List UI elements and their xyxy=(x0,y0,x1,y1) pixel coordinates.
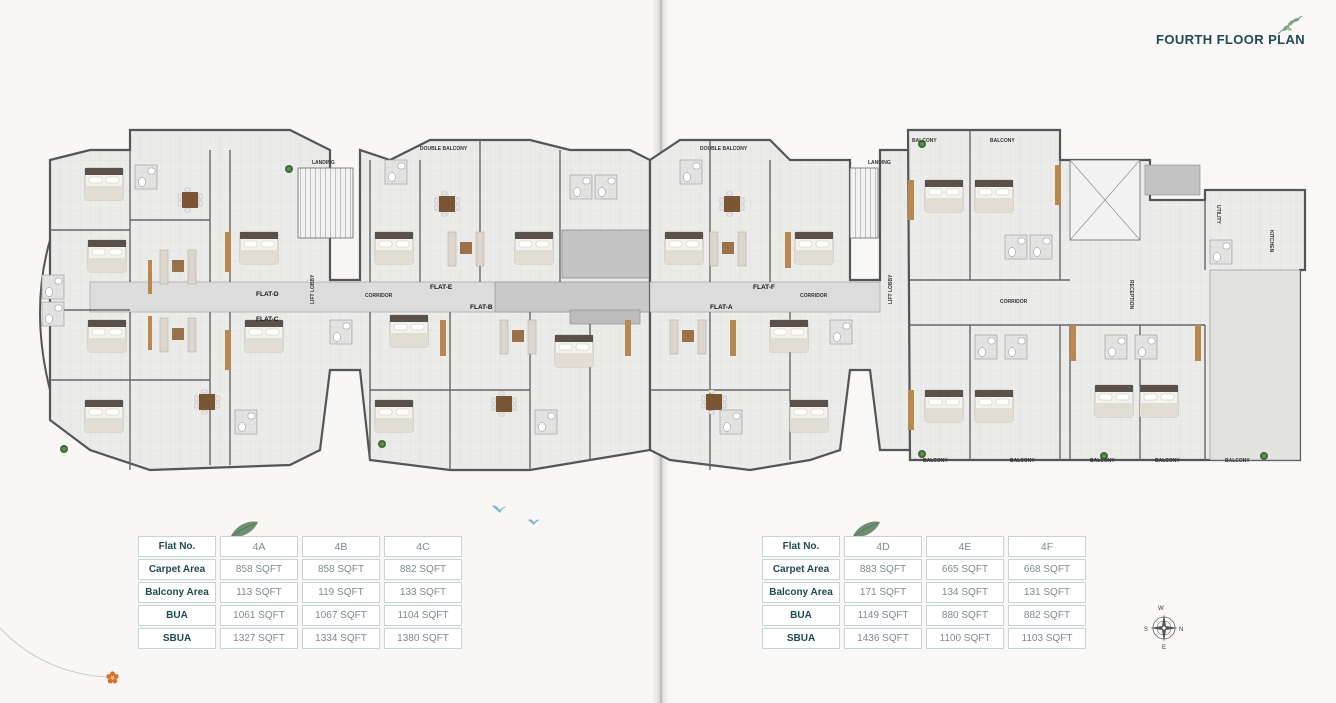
svg-text:LIFT LOBBY: LIFT LOBBY xyxy=(310,274,316,304)
svg-text:BALCONY: BALCONY xyxy=(1225,458,1250,464)
area-table-left: Flat No. 4A 4B 4C Carpet Area 858 SQFT 8… xyxy=(134,534,466,651)
table-cell: 882 SQFT xyxy=(1008,605,1086,626)
svg-text:RECEPTION: RECEPTION xyxy=(1128,280,1134,310)
compass-icon: W S N E xyxy=(1144,606,1183,650)
svg-text:BALCONY: BALCONY xyxy=(1155,458,1180,464)
svg-text:N: N xyxy=(1179,627,1183,633)
svg-text:W: W xyxy=(1158,606,1164,612)
svg-text:CORRIDOR: CORRIDOR xyxy=(1000,299,1028,305)
table-cell: 880 SQFT xyxy=(926,605,1004,626)
decorative-curve xyxy=(0,627,111,678)
svg-text:LIFT LOBBY: LIFT LOBBY xyxy=(888,274,894,304)
table-cell: 131 SQFT xyxy=(1008,582,1086,603)
table-row: Balcony Area 113 SQFT 119 SQFT 133 SQFT xyxy=(138,582,462,603)
table-row: BUA 1061 SQFT 1067 SQFT 1104 SQFT xyxy=(138,605,462,626)
svg-text:BALCONY: BALCONY xyxy=(1010,458,1035,464)
svg-text:CORRIDOR: CORRIDOR xyxy=(365,293,393,299)
column-header: 4F xyxy=(1008,536,1086,557)
table-row: SBUA 1436 SQFT 1100 SQFT 1103 SQFT xyxy=(762,628,1086,649)
svg-text:BALCONY: BALCONY xyxy=(912,138,937,144)
row-header: Carpet Area xyxy=(138,559,216,580)
table-cell: 119 SQFT xyxy=(302,582,380,603)
svg-text:BALCONY: BALCONY xyxy=(923,458,948,464)
table-row: Flat No. 4D 4E 4F xyxy=(762,536,1086,557)
svg-text:FLAT-D: FLAT-D xyxy=(256,291,279,298)
row-header: Balcony Area xyxy=(762,582,840,603)
column-header: 4A xyxy=(220,536,298,557)
svg-text:FLAT-A: FLAT-A xyxy=(710,304,733,311)
column-header: 4C xyxy=(384,536,462,557)
svg-text:FLAT-B: FLAT-B xyxy=(470,304,493,311)
leaf-icon xyxy=(852,521,880,538)
svg-text:BALCONY: BALCONY xyxy=(990,138,1015,144)
leaf-icon xyxy=(1277,15,1303,35)
column-header: 4B xyxy=(302,536,380,557)
svg-text:DOUBLE BALCONY: DOUBLE BALCONY xyxy=(700,146,748,152)
table-cell: 1380 SQFT xyxy=(384,628,462,649)
table-cell: 1061 SQFT xyxy=(220,605,298,626)
flower-icon xyxy=(106,671,119,684)
table-cell: 1067 SQFT xyxy=(302,605,380,626)
table-row: Carpet Area 883 SQFT 665 SQFT 668 SQFT xyxy=(762,559,1086,580)
row-header: BUA xyxy=(762,605,840,626)
svg-text:CORRIDOR: CORRIDOR xyxy=(800,293,828,299)
svg-text:LANDING: LANDING xyxy=(868,160,891,166)
left-block: LANDING LIFT LOBBY CORRIDOR DOUBLE BALCO… xyxy=(39,128,653,472)
table-cell: 858 SQFT xyxy=(220,559,298,580)
table-cell: 1327 SQFT xyxy=(220,628,298,649)
birds-icon xyxy=(492,505,540,525)
middle-block: LANDING LIFT LOBBY CORRIDOR DOUBLE BALCO… xyxy=(648,138,912,472)
table-row: BUA 1149 SQFT 880 SQFT 882 SQFT xyxy=(762,605,1086,626)
svg-text:S: S xyxy=(1144,627,1148,633)
svg-text:UTILITY: UTILITY xyxy=(1215,205,1221,225)
row-header: Carpet Area xyxy=(762,559,840,580)
right-block: BALCONY BALCONY RECEPTION CORRIDOR KITCH… xyxy=(906,128,1307,464)
table-row: SBUA 1327 SQFT 1334 SQFT 1380 SQFT xyxy=(138,628,462,649)
table-row: Flat No. 4A 4B 4C xyxy=(138,536,462,557)
table-cell: 665 SQFT xyxy=(926,559,1004,580)
svg-text:FLAT-E: FLAT-E xyxy=(430,284,453,291)
table-cell: 1334 SQFT xyxy=(302,628,380,649)
svg-text:KITCHEN: KITCHEN xyxy=(1268,230,1274,253)
table-cell: 171 SQFT xyxy=(844,582,922,603)
table-cell: 668 SQFT xyxy=(1008,559,1086,580)
leaf-icon xyxy=(230,521,258,538)
column-header: 4E xyxy=(926,536,1004,557)
row-header: Balcony Area xyxy=(138,582,216,603)
table-cell: 113 SQFT xyxy=(220,582,298,603)
table-cell: 1100 SQFT xyxy=(926,628,1004,649)
svg-text:BALCONY: BALCONY xyxy=(1090,458,1115,464)
svg-text:E: E xyxy=(1162,645,1166,650)
table-row: Balcony Area 171 SQFT 134 SQFT 131 SQFT xyxy=(762,582,1086,603)
page-title: FOURTH FLOOR PLAN xyxy=(1156,32,1306,47)
table-cell: 134 SQFT xyxy=(926,582,1004,603)
table-cell: 1104 SQFT xyxy=(384,605,462,626)
row-header: Flat No. xyxy=(762,536,840,557)
row-header: SBUA xyxy=(138,628,216,649)
svg-text:FLAT-F: FLAT-F xyxy=(753,284,775,291)
table-row: Carpet Area 858 SQFT 858 SQFT 882 SQFT xyxy=(138,559,462,580)
table-cell: 1149 SQFT xyxy=(844,605,922,626)
table-cell: 882 SQFT xyxy=(384,559,462,580)
floor-plan: LANDING LIFT LOBBY CORRIDOR DOUBLE BALCO… xyxy=(39,128,1307,472)
table-cell: 1103 SQFT xyxy=(1008,628,1086,649)
row-header: BUA xyxy=(138,605,216,626)
area-table-right: Flat No. 4D 4E 4F Carpet Area 883 SQFT 6… xyxy=(758,534,1090,651)
table-cell: 858 SQFT xyxy=(302,559,380,580)
row-header: Flat No. xyxy=(138,536,216,557)
row-header: SBUA xyxy=(762,628,840,649)
table-cell: 1436 SQFT xyxy=(844,628,922,649)
svg-text:LANDING: LANDING xyxy=(312,160,335,166)
column-header: 4D xyxy=(844,536,922,557)
svg-text:FLAT-C: FLAT-C xyxy=(256,316,279,323)
table-cell: 883 SQFT xyxy=(844,559,922,580)
table-cell: 133 SQFT xyxy=(384,582,462,603)
svg-text:DOUBLE BALCONY: DOUBLE BALCONY xyxy=(420,146,468,152)
